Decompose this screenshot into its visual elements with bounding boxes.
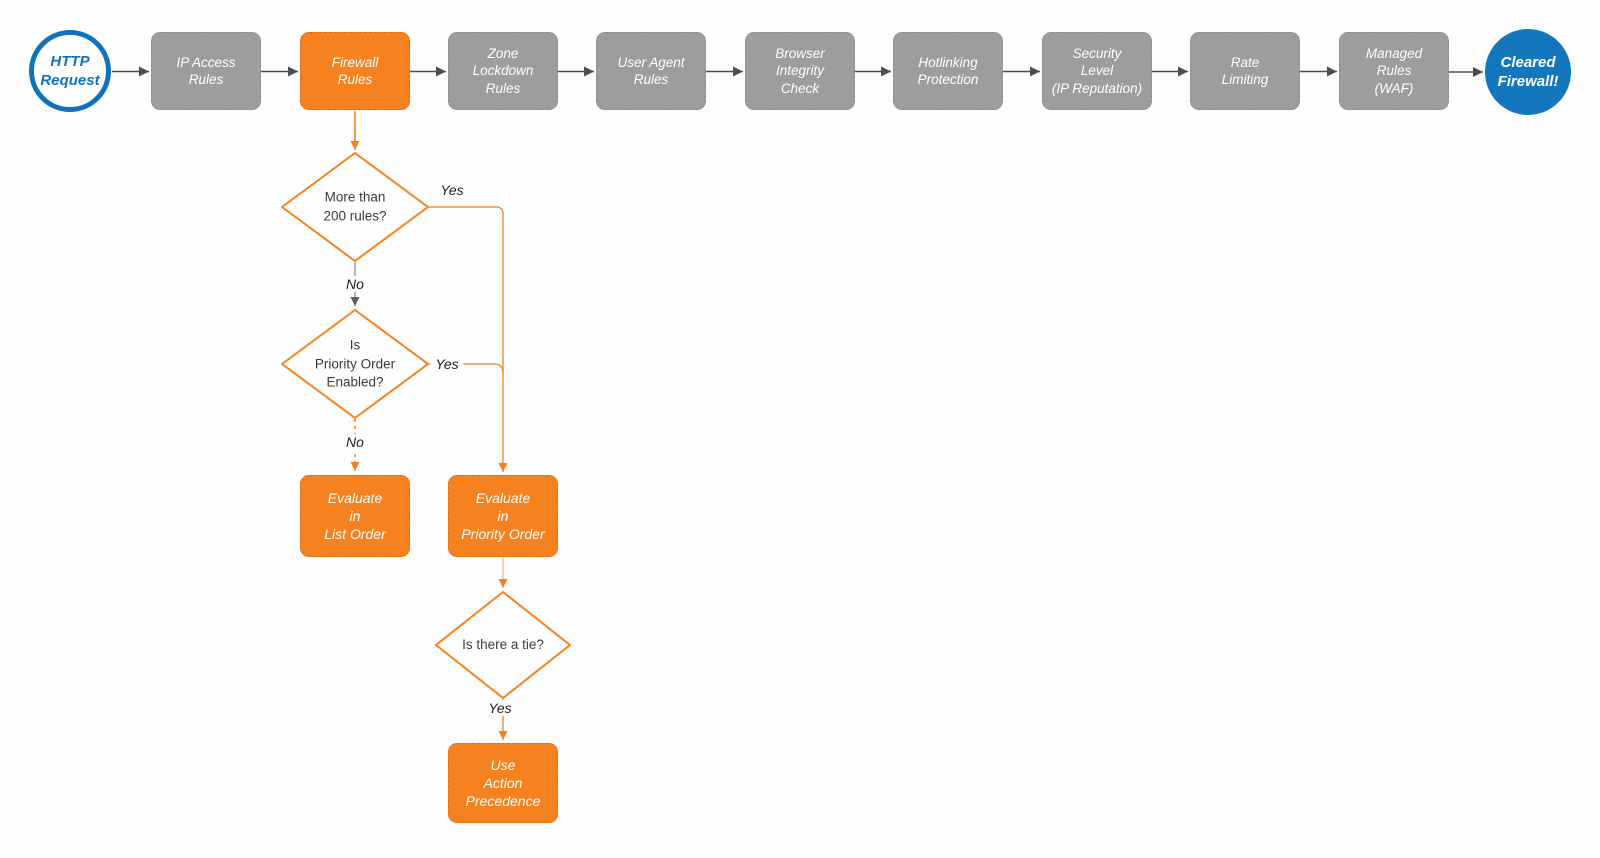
decision-is-there-a-tie-shape bbox=[435, 591, 571, 699]
node-label-line: Use bbox=[490, 757, 516, 773]
node-label-line: Browser bbox=[775, 45, 825, 61]
node-label-line: Lockdown bbox=[472, 63, 534, 79]
node-use-action-precedence: Use Action Precedence bbox=[448, 743, 558, 823]
decision-priority-order-enabled-shape bbox=[281, 309, 429, 419]
node-label-line: Security bbox=[1072, 45, 1122, 61]
node-label-line: Check bbox=[780, 80, 820, 96]
node-zone-lockdown-rules: Zone Lockdown Rules bbox=[448, 32, 558, 110]
decision-label-line: Enabled? bbox=[326, 374, 384, 390]
node-label-line: Priority Order bbox=[461, 526, 545, 542]
node-label-line: Evaluate bbox=[327, 490, 383, 506]
node-label-line: HTTP bbox=[50, 53, 90, 70]
node-label-line: Firewall bbox=[331, 54, 379, 70]
node-label-line: Protection bbox=[917, 72, 979, 87]
node-label-line: in bbox=[349, 508, 361, 524]
node-label-line: IP Access bbox=[176, 54, 236, 70]
node-label-line: Integrity bbox=[775, 63, 825, 79]
node-cleared-firewall: Cleared Firewall! bbox=[1485, 29, 1571, 115]
node-evaluate-in-priority-order: Evaluate in Priority Order bbox=[448, 475, 558, 557]
connector-decision2-yes bbox=[428, 363, 504, 374]
node-label-line: (IP Reputation) bbox=[1051, 80, 1143, 96]
node-managed-rules-waf: Managed Rules (WAF) bbox=[1339, 32, 1449, 110]
decision-label-line: Priority Order bbox=[314, 355, 396, 371]
node-label-line: (WAF) bbox=[1374, 80, 1414, 96]
edge-label-no-1: No bbox=[341, 276, 369, 292]
node-label-line: Zone bbox=[487, 45, 519, 61]
node-label-line: Managed bbox=[1365, 45, 1423, 61]
node-label-line: Firewall! bbox=[1497, 73, 1559, 90]
decision-is-there-a-tie-label: Is there a tie? bbox=[462, 636, 544, 655]
node-label-line: Hotlinking bbox=[918, 54, 978, 70]
node-label-line: Rules bbox=[337, 72, 373, 87]
decision-label-line: 200 rules? bbox=[323, 208, 387, 223]
decision-label-line: Is bbox=[349, 337, 361, 353]
node-label-line: Rules bbox=[485, 80, 521, 96]
node-label-line: Level bbox=[1080, 63, 1114, 79]
node-label-line: Rules bbox=[633, 72, 669, 87]
node-label-line: Rules bbox=[188, 72, 224, 87]
node-label-line: List Order bbox=[324, 526, 386, 542]
node-rate-limiting: Rate Limiting bbox=[1190, 32, 1300, 110]
node-label-line: Evaluate bbox=[475, 490, 531, 506]
node-label-line: in bbox=[497, 508, 509, 524]
node-hotlinking-protection: Hotlinking Protection bbox=[893, 32, 1003, 110]
node-label-line: Cleared bbox=[1500, 54, 1556, 71]
node-label-line: User Agent bbox=[617, 54, 685, 70]
node-ip-access-rules: IP Access Rules bbox=[151, 32, 261, 110]
decision-label-line: More than bbox=[324, 189, 386, 205]
node-label-line: Action bbox=[483, 775, 523, 791]
node-label-line: Limiting bbox=[1221, 72, 1269, 87]
node-security-level-ip-reputation: Security Level (IP Reputation) bbox=[1042, 32, 1152, 110]
edge-label-yes-3: Yes bbox=[483, 700, 517, 716]
node-browser-integrity-check: Browser Integrity Check bbox=[745, 32, 855, 110]
node-firewall-rules: Firewall Rules bbox=[300, 32, 410, 110]
node-label-line: Request bbox=[40, 72, 100, 89]
connector-decision1-yes bbox=[428, 206, 508, 472]
node-label-line: Precedence bbox=[465, 793, 541, 809]
node-label-line: Rules bbox=[1376, 63, 1412, 79]
edge-label-yes-2: Yes bbox=[430, 356, 464, 372]
decision-more-than-200-rules-shape bbox=[281, 152, 429, 262]
decision-more-than-200-rules-label: More than 200 rules? bbox=[323, 189, 386, 226]
node-evaluate-in-list-order: Evaluate in List Order bbox=[300, 475, 410, 557]
node-user-agent-rules: User Agent Rules bbox=[596, 32, 706, 110]
node-label-line: Rate bbox=[1230, 54, 1260, 70]
node-http-request: HTTP Request bbox=[29, 30, 111, 112]
edge-label-yes-1: Yes bbox=[440, 182, 464, 198]
edge-label-no-2: No bbox=[341, 434, 369, 450]
decision-priority-order-enabled-label: Is Priority Order Enabled? bbox=[315, 336, 395, 392]
decision-label-line: Is there a tie? bbox=[462, 636, 544, 652]
